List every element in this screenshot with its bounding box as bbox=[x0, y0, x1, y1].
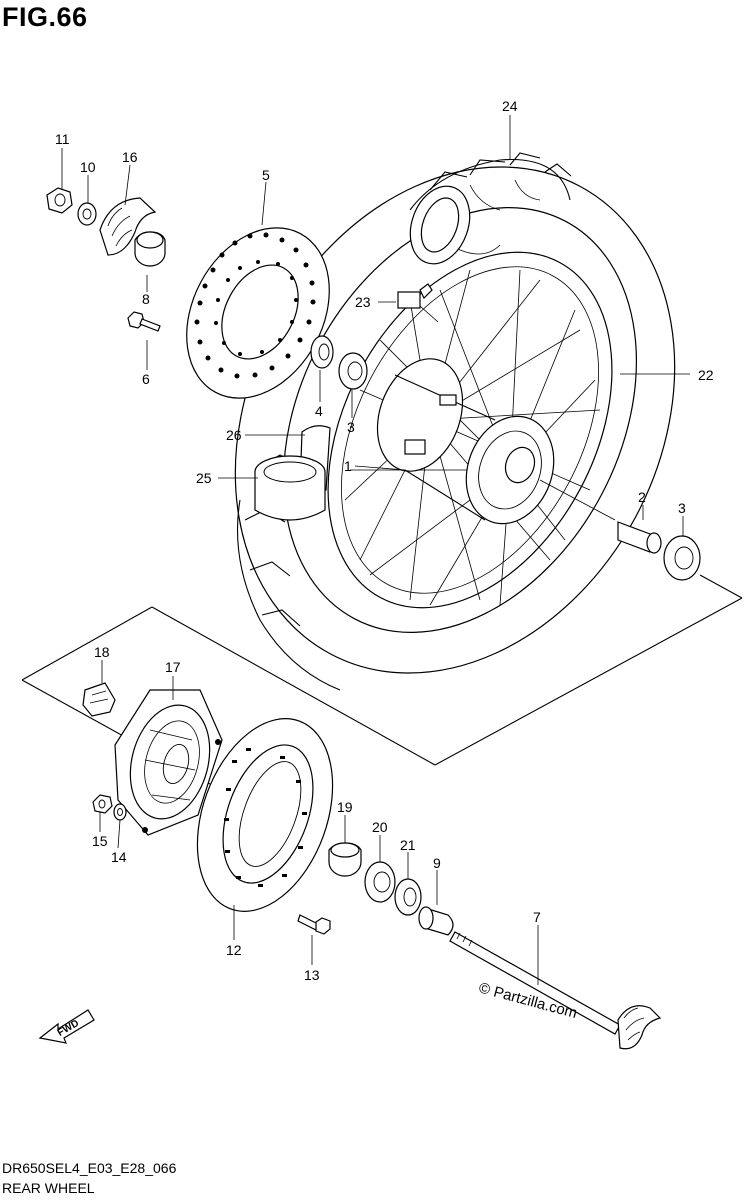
spacer-8[interactable] bbox=[134, 231, 166, 267]
washer-10[interactable] bbox=[77, 202, 97, 226]
rear-sprocket-12[interactable] bbox=[173, 700, 358, 930]
callout-2: 2 bbox=[638, 489, 646, 505]
bearing-3-left[interactable] bbox=[338, 352, 368, 390]
callout-3-left: 3 bbox=[347, 419, 355, 435]
washer-14[interactable] bbox=[113, 803, 127, 821]
callout-25: 25 bbox=[196, 470, 212, 486]
bolt-6[interactable] bbox=[127, 311, 161, 332]
callout-10: 10 bbox=[80, 159, 96, 175]
callout-11: 11 bbox=[55, 131, 70, 147]
callout-7: 7 bbox=[533, 909, 541, 925]
figure-title: FIG.66 bbox=[2, 2, 88, 32]
callout-24: 24 bbox=[502, 98, 518, 114]
sprocket-drum-17[interactable] bbox=[114, 689, 223, 836]
model-code: DR650SEL4_E03_E28_066 bbox=[2, 1160, 177, 1176]
nut-15[interactable] bbox=[92, 794, 113, 814]
callout-4: 4 bbox=[315, 403, 323, 419]
brake-disc[interactable] bbox=[158, 203, 357, 423]
spacer-19[interactable] bbox=[328, 842, 362, 877]
nut-11[interactable] bbox=[46, 187, 73, 214]
oil-seal-21[interactable] bbox=[394, 878, 422, 916]
bolt-13[interactable] bbox=[297, 914, 331, 935]
callout-1: 1 bbox=[344, 458, 352, 474]
callout-5: 5 bbox=[262, 167, 270, 183]
bearing-3-right[interactable] bbox=[663, 535, 701, 581]
callout-16: 16 bbox=[122, 149, 138, 165]
damper-18[interactable] bbox=[82, 682, 116, 717]
callout-13: 13 bbox=[304, 967, 320, 983]
callout-26: 26 bbox=[226, 427, 242, 443]
callout-15: 15 bbox=[92, 833, 108, 849]
callout-8: 8 bbox=[142, 291, 150, 307]
callout-14: 14 bbox=[111, 849, 127, 865]
callout-numbers: 11 10 16 5 8 6 4 3 23 24 22 26 25 1 2 3 … bbox=[55, 98, 714, 983]
callout-12: 12 bbox=[226, 942, 242, 958]
speed-sensor-rotor-16[interactable] bbox=[99, 197, 157, 256]
tire-tread-top bbox=[409, 185, 471, 265]
tire-valve-23[interactable] bbox=[397, 283, 433, 309]
watermark: © Partzilla.com bbox=[477, 979, 579, 1022]
callout-9: 9 bbox=[433, 855, 441, 871]
oil-seal-4[interactable] bbox=[310, 335, 334, 369]
callout-20: 20 bbox=[372, 819, 388, 835]
callout-6: 6 bbox=[142, 371, 150, 387]
axle-7[interactable] bbox=[449, 931, 662, 1050]
tube-25[interactable] bbox=[254, 455, 326, 521]
callout-23: 23 bbox=[355, 294, 371, 310]
fwd-arrow-icon: FWD bbox=[38, 1009, 95, 1044]
bearing-20[interactable] bbox=[364, 861, 396, 903]
callout-19: 19 bbox=[337, 799, 353, 815]
callout-18: 18 bbox=[94, 644, 110, 660]
spacer-9[interactable] bbox=[418, 906, 454, 936]
leader-lines bbox=[61, 115, 690, 985]
spacer-2[interactable] bbox=[617, 521, 662, 554]
callout-17: 17 bbox=[165, 659, 181, 675]
callout-22: 22 bbox=[698, 367, 714, 383]
figure-name: REAR WHEEL bbox=[2, 1180, 95, 1196]
hub[interactable] bbox=[363, 347, 569, 536]
callout-21: 21 bbox=[400, 837, 416, 853]
callout-3-right: 3 bbox=[678, 500, 686, 516]
